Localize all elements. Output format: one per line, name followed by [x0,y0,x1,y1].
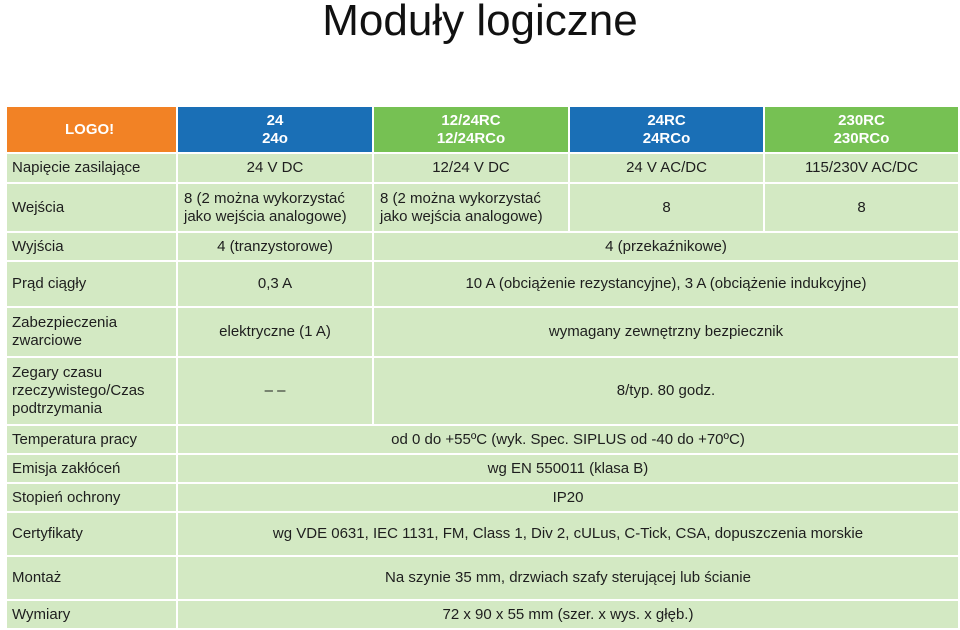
cell-inputs-c1-line2: jako wejścia analogowe) [184,207,347,225]
cell-mounting-value: Na szynie 35 mm, drzwiach szafy sterując… [176,555,960,601]
table-header-row: LOGO! 24 24o 12/24RC 12/24RCo 24RC 24RCo… [5,105,960,154]
cell-outputs-c1: 4 (tranzystorowe) [176,231,374,262]
cell-supply-c1: 24 V DC [176,152,374,184]
table-row: Certyfikaty wg VDE 0631, IEC 1131, FM, C… [5,511,960,557]
cell-inputs-c3: 8 [568,182,765,233]
header-col-12-24rc-line1: 12/24RC [441,111,501,129]
page-title: Moduły logiczne [322,0,638,45]
row-label-outputs: Wyjścia [5,231,178,262]
row-label-shortcircuit-line1: Zabezpieczenia [12,314,118,331]
spec-table: LOGO! 24 24o 12/24RC 12/24RCo 24RC 24RCo… [5,105,960,630]
cell-supply-c4: 115/230V AC/DC [763,152,960,184]
table-row: Temperatura pracy od 0 do +55ºC (wyk. Sp… [5,424,960,455]
cell-shortcircuit-c234: wymagany zewnętrzny bezpiecznik [372,306,960,358]
table-row: Zegary czasu rzeczywistego/Czas podtrzym… [5,356,960,426]
cell-shortcircuit-c1: elektryczne (1 A) [176,306,374,358]
header-col-24: 24 24o [176,105,374,154]
table-row: Wymiary 72 x 90 x 55 mm (szer. x wys. x … [5,599,960,630]
row-label-shortcircuit-line2: zwarciowe [12,332,83,349]
table-row: Prąd ciągły 0,3 A 10 A (obciążenie rezys… [5,260,960,308]
table-row: Stopień ochrony IP20 [5,482,960,513]
table-row: Wyjścia 4 (tranzystorowe) 4 (przekaźniko… [5,231,960,262]
row-label-certificates: Certyfikaty [5,511,178,557]
cell-temperature-value: od 0 do +55ºC (wyk. Spec. SIPLUS od -40 … [176,424,960,455]
cell-inputs-c2-line1: 8 (2 można wykorzystać [380,189,541,207]
row-label-clock-line3: podtrzymania [12,400,103,417]
header-col-230rc-line1: 230RC [838,111,885,129]
row-label-inputs: Wejścia [5,182,178,233]
header-col-24rc: 24RC 24RCo [568,105,765,154]
cell-supply-c3: 24 V AC/DC [568,152,765,184]
header-col-230rc-line2: 230RCo [833,129,890,147]
header-col-24-line2: 24o [262,129,288,147]
cell-current-c1: 0,3 A [176,260,374,308]
cell-outputs-c234: 4 (przekaźnikowe) [372,231,960,262]
cell-protection-value: IP20 [176,482,960,513]
header-col-12-24rc-line2: 12/24RCo [436,129,506,147]
row-label-emission: Emisja zakłóceń [5,453,178,484]
cell-clock-c1: – – [176,356,374,426]
row-label-shortcircuit: Zabezpieczenia zwarciowe [5,306,178,358]
row-label-supply: Napięcie zasilające [5,152,178,184]
header-col-230rc: 230RC 230RCo [763,105,960,154]
header-col-12-24rc: 12/24RC 12/24RCo [372,105,570,154]
cell-current-c234: 10 A (obciążenie rezystancyjne), 3 A (ob… [372,260,960,308]
cell-supply-c2: 12/24 V DC [372,152,570,184]
table-row: Montaż Na szynie 35 mm, drzwiach szafy s… [5,555,960,601]
cell-clock-c234: 8/typ. 80 godz. [372,356,960,426]
table-row: Wejścia 8 (2 można wykorzystać jako wejś… [5,182,960,233]
header-col-24rc-line1: 24RC [647,111,686,129]
row-label-clock-line2: rzeczywistego/Czas [12,382,145,399]
row-label-temperature: Temperatura pracy [5,424,178,455]
cell-inputs-c2: 8 (2 można wykorzystać jako wejścia anal… [372,182,570,233]
table-row: Napięcie zasilające 24 V DC 12/24 V DC 2… [5,152,960,184]
table-row: Emisja zakłóceń wg EN 550011 (klasa B) [5,453,960,484]
cell-emission-value: wg EN 550011 (klasa B) [176,453,960,484]
row-label-protection: Stopień ochrony [5,482,178,513]
row-label-clock-line1: Zegary czasu [12,364,103,381]
row-label-mounting: Montaż [5,555,178,601]
cell-dimensions-value: 72 x 90 x 55 mm (szer. x wys. x głęb.) [176,599,960,630]
cell-inputs-c2-line2: jako wejścia analogowe) [380,207,543,225]
header-col-24rc-line2: 24RCo [642,129,691,147]
cell-inputs-c1-line1: 8 (2 można wykorzystać [184,189,345,207]
cell-certificates-value: wg VDE 0631, IEC 1131, FM, Class 1, Div … [176,511,960,557]
header-col-24-line1: 24 [266,111,284,129]
cell-inputs-c1: 8 (2 można wykorzystać jako wejścia anal… [176,182,374,233]
row-label-dimensions: Wymiary [5,599,178,630]
row-label-current: Prąd ciągły [5,260,178,308]
table-row: Zabezpieczenia zwarciowe elektryczne (1 … [5,306,960,358]
cell-inputs-c4: 8 [763,182,960,233]
header-logo: LOGO! [5,105,178,154]
row-label-clock: Zegary czasu rzeczywistego/Czas podtrzym… [5,356,178,426]
